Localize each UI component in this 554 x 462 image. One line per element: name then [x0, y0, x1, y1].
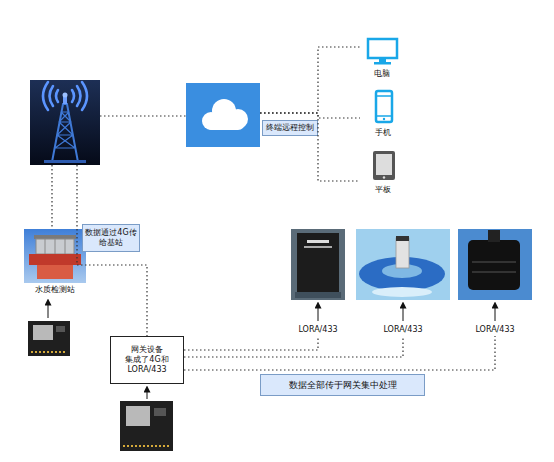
module-chip: [56, 326, 65, 332]
node-label: 终端远程控制: [266, 123, 314, 133]
computer-node: 电脑: [360, 36, 404, 80]
tower-antenna-tip: [63, 93, 68, 98]
tower-background: [30, 80, 100, 165]
dotted-connector: [184, 336, 495, 370]
callout-box: 终端远程控制: [262, 120, 318, 136]
cloud-shape: [205, 116, 245, 130]
node-label: 数据通过4G传 给基站: [85, 228, 136, 248]
device-node: LORA/433: [288, 228, 348, 336]
module-pins: [31, 351, 67, 353]
station-node: 水质检测站: [20, 228, 90, 296]
station-float: [29, 254, 81, 265]
base-station-node: [30, 80, 100, 165]
up-arrow: [147, 389, 148, 399]
dotted-connector: [100, 115, 186, 116]
tablet-button: [383, 176, 385, 178]
monitor-base: [374, 62, 391, 65]
phone-icon: [376, 91, 392, 122]
cabinet-badge: [304, 246, 332, 248]
node-label: 网关设备 集成了4G和 LORA/433: [115, 345, 179, 375]
phone-button: [383, 118, 385, 120]
station-photo: [24, 229, 86, 283]
monitor-screen: [368, 39, 397, 58]
tower-base: [44, 160, 86, 163]
aerator-cap: [396, 236, 409, 241]
callout-box: 数据通过4G传 给基站: [82, 224, 140, 252]
dotted-connector: [77, 165, 147, 336]
pump-ridge: [472, 261, 516, 263]
station-frame: [65, 239, 66, 254]
pump-background: [458, 229, 532, 300]
node-label: 平板: [375, 185, 391, 195]
dotted-connector: [184, 336, 318, 350]
up-arrow: [495, 305, 496, 321]
phone-screen-edge: [376, 115, 392, 117]
up-arrow: [403, 305, 404, 321]
node-label: 水质检测站: [35, 285, 75, 295]
dotted-connector: [51, 165, 52, 228]
gateway-module: [120, 401, 173, 451]
dotted-connector: [260, 47, 360, 113]
phone-body: [376, 91, 392, 122]
pump-photo: [458, 229, 532, 300]
lora-module: [28, 321, 70, 356]
pump-ridge: [472, 271, 516, 273]
radio-waves: [43, 82, 87, 110]
module-board: [28, 321, 70, 356]
cabinet-base: [295, 292, 341, 298]
module-chip: [154, 408, 166, 416]
tower-frame: [52, 104, 78, 162]
monitor-stand: [379, 58, 386, 62]
dotted-connector: [184, 336, 403, 357]
station-roof: [34, 235, 76, 239]
cloud-background: [186, 83, 260, 147]
aerator-spray: [372, 287, 432, 297]
tablet-node: 平板: [360, 149, 406, 196]
station-frame: [36, 239, 74, 254]
station-frame: [55, 239, 56, 254]
up-arrow: [318, 305, 319, 321]
station-sky: [24, 229, 86, 283]
phone-node: 手机: [360, 89, 406, 139]
tablet-body: [373, 151, 395, 180]
callout-box: 数据全部传于网关集中处理: [260, 374, 425, 396]
aerator-photo: [356, 229, 450, 300]
node-label: 数据全部传于网关集中处理: [289, 380, 397, 391]
cabinet-badge: [307, 240, 329, 243]
tablet-icon: [373, 151, 395, 180]
module-board: [120, 401, 173, 451]
up-arrow: [48, 302, 49, 318]
gateway-box: 网关设备 集成了4G和 LORA/433: [110, 336, 184, 384]
node-label: LORA/433: [383, 325, 422, 335]
node-label: LORA/433: [298, 325, 337, 335]
cloud-node: [186, 83, 260, 147]
tower-bracing: [55, 112, 75, 148]
pump-body: [468, 240, 520, 290]
device-node: LORA/433: [456, 228, 534, 336]
node-label: 手机: [375, 128, 391, 138]
tablet-screen: [376, 154, 392, 175]
phone-screen-edge: [376, 95, 392, 97]
module-pins: [123, 445, 170, 447]
control-cabinet-photo: [291, 229, 345, 300]
cloud-icon: [186, 83, 260, 147]
module-shield: [126, 406, 150, 426]
module-shield: [33, 325, 53, 340]
node-label: LORA/433: [475, 325, 514, 335]
node-label: 电脑: [374, 69, 390, 79]
station-hull: [37, 265, 73, 279]
aerator-motor: [396, 238, 409, 268]
cabinet-background: [291, 229, 345, 300]
cabinet-body: [297, 233, 339, 295]
station-frame: [45, 239, 46, 254]
dotted-connector: [260, 113, 360, 181]
pump-nozzle: [488, 230, 500, 242]
aerator-background: [356, 229, 450, 300]
computer-icon: [368, 39, 397, 65]
device-node: LORA/433: [354, 228, 452, 336]
tower-icon: [30, 80, 100, 165]
dotted-connector: [260, 113, 360, 118]
